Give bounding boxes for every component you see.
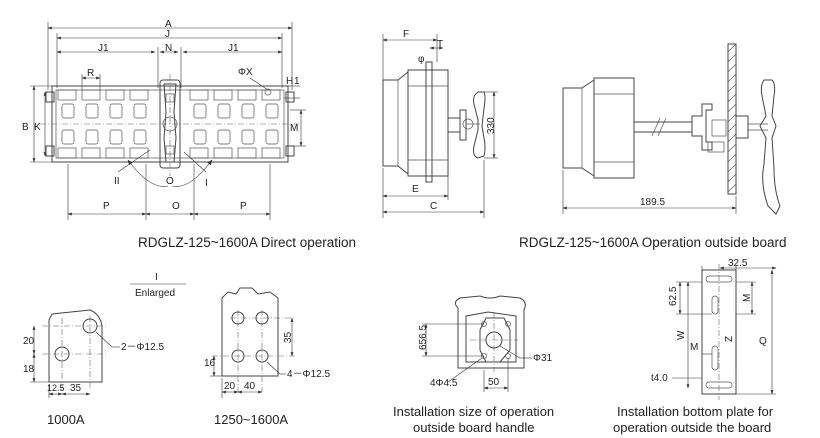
dim-C: C [430,201,437,212]
dim-F: F [403,29,409,40]
dim-K: K [34,122,41,133]
t1250-dim-16: 16 [204,358,216,369]
caption-1250-1600a: 1250~1600A [214,412,288,427]
bottom-plate: 32.5 62.5 M W Z Q M t4.0 [651,258,777,400]
handle-dim-50: 50 [488,377,500,388]
t1250-dim-20: 20 [224,381,236,392]
caption-direct-operation: RDGLZ-125~1600A Direct operation [138,235,356,250]
t1000-dim-12-5: 12.5 [47,383,65,393]
dim-P-left: P [103,201,110,212]
handle-dim-656-5: 656.5 [418,325,429,350]
dim-N: N [165,43,172,54]
plate-dim-t4: t4.0 [651,373,668,384]
t1250-dim-35: 35 [283,331,294,343]
dim-330: 330 [486,117,497,134]
pos-I: I [205,178,208,189]
dim-189-5: 189.5 [640,197,665,208]
caption-plate-2: operation outside the board [613,420,771,435]
plate-dim-Q: Q [759,336,767,347]
terminal-1250a: 35 16 20 40 4－Φ12.5 [204,287,330,398]
dim-O: O [172,201,180,212]
dim-R: R [87,68,94,79]
dim-1: 1 [294,76,300,87]
t1000-dim-20: 20 [23,336,35,347]
dim-M: M [290,123,298,134]
handle-mount: 656.5 Φ31 50 4Φ4.5 [418,295,553,392]
dim-B: B [22,122,29,133]
handle-dim-phi31: Φ31 [533,353,553,364]
caption-1000a: 1000A [47,412,85,427]
board-view: 189.5 [562,43,781,215]
caption-handle-1: Installation size of operation [393,404,554,419]
contact-windows [61,103,279,145]
dim-J1-left: J1 [98,43,109,54]
plate-dim-32-5: 32.5 [728,258,748,269]
plate-dim-Z: Z [724,336,735,342]
detail-enlarged-label: Enlarged [135,288,175,299]
detail-marker: I Enlarged [130,272,186,299]
t1250-hole-label: 4－Φ12.5 [287,369,330,380]
dim-phi: φ [418,54,425,65]
plate-dim-M-bottom: M [690,342,698,353]
dim-J: J [165,29,170,40]
t1000-dim-35: 35 [70,383,82,394]
t1000-dim-18: 18 [23,364,35,375]
dim-H: H [286,76,293,87]
central-handle [159,74,181,176]
dim-J1-right: J1 [228,43,239,54]
dim-A: A [165,19,172,30]
dim-P-right: P [240,201,247,212]
side-view: F T φ 330 E C [382,29,498,218]
pos-O: O [166,176,174,187]
pos-II: II [114,176,120,187]
plate-dim-W: W [676,330,687,340]
detail-marker-label: I [155,272,158,283]
t1250-dim-40: 40 [244,381,256,392]
plate-dim-62-5: 62.5 [668,286,679,306]
terminal-1000a: 20 18 12.5 35 2－Φ12.5 [23,309,164,398]
dim-E: E [412,184,419,195]
dim-phiX: ΦX [238,67,253,78]
handle-holes-label: 4Φ4.5 [430,378,458,389]
caption-handle-2: outside board handle [413,420,534,435]
caption-plate-1: Installation bottom plate for [617,404,774,419]
front-view: A J J1 N J1 R ΦX H 1 B K M [22,19,306,220]
top-terminals [57,89,281,159]
plate-dim-M-top: M [742,294,753,302]
caption-outside-operation: RDGLZ-125~1600A Operation outside board [519,235,787,250]
dim-T: T [437,39,443,50]
t1000-hole-label: 2－Φ12.5 [121,342,164,353]
